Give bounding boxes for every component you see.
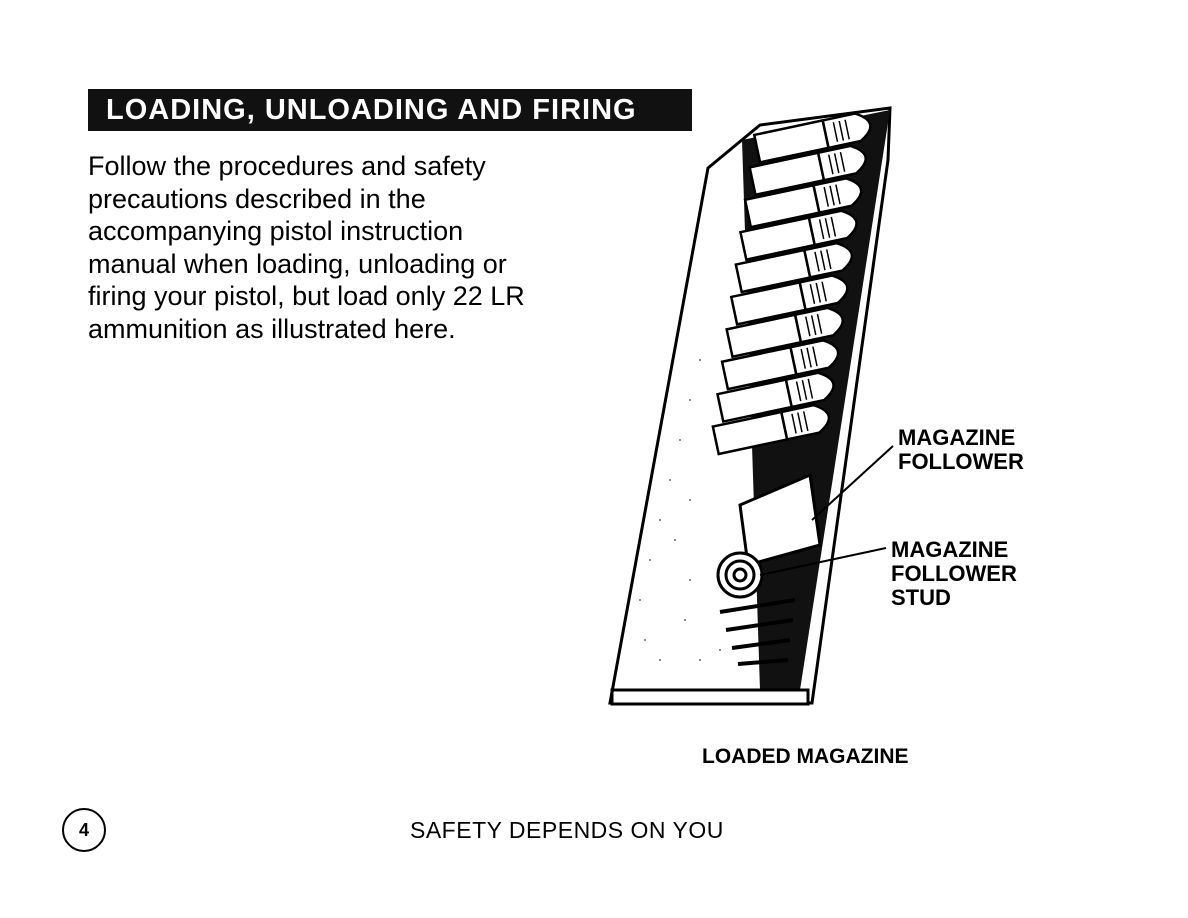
illustration-caption: LOADED MAGAZINE (702, 745, 909, 768)
follower-leader-line (811, 445, 894, 521)
instruction-paragraph: Follow the procedures and safety precaut… (88, 150, 608, 345)
paragraph-line: precautions described in the (88, 183, 426, 214)
paragraph-line: accompanying pistol instruction (88, 216, 464, 246)
paragraph-line: ammunition as illustrated here. (88, 313, 456, 344)
callout-line: STUD (891, 585, 951, 610)
callout-line: MAGAZINE (898, 425, 1016, 450)
paragraph-line: firing your pistol, but load only 22 LR (88, 281, 525, 311)
magazine-spring (719, 598, 796, 666)
callout-line: FOLLOWER (891, 561, 1017, 586)
paragraph-line: Follow the procedures and safety (88, 151, 486, 181)
stud-leader-line (759, 547, 887, 576)
callout-line: MAGAZINE (891, 537, 1009, 562)
cartridge (729, 274, 849, 326)
cartridge (734, 241, 854, 294)
magazine-follower-label: MAGAZINE FOLLOWER (898, 426, 1024, 474)
cartridge (748, 144, 867, 197)
cartridge (720, 339, 840, 391)
section-heading: LOADING, UNLOADING AND FIRING (88, 89, 692, 131)
cartridge (711, 403, 831, 456)
loaded-magazine-illustration (608, 106, 894, 706)
cartridge (752, 112, 872, 164)
magazine-base (610, 688, 810, 706)
follower-stud (716, 551, 764, 599)
cartridge (725, 306, 844, 359)
page-number: 4 (62, 808, 106, 852)
magazine-follower (738, 472, 822, 567)
magazine-stipple (639, 359, 721, 661)
magazine-follower-stud-label: MAGAZINE FOLLOWER STUD (891, 538, 1017, 610)
callout-line: FOLLOWER (898, 449, 1024, 474)
cartridge (743, 177, 863, 229)
cartridge (738, 209, 858, 262)
cartridge (715, 371, 835, 424)
paragraph-line: manual when loading, unloading or (88, 248, 507, 279)
cartridges-group (711, 112, 872, 456)
footer-text: SAFETY DEPENDS ON YOU (410, 817, 724, 843)
